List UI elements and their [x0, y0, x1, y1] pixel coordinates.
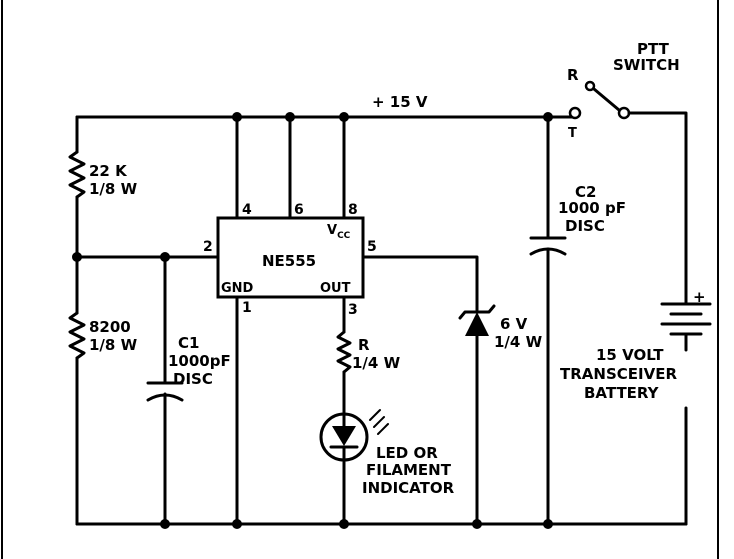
junction-dot [543, 519, 553, 529]
ic-gnd-label: GND [221, 281, 254, 296]
battery [660, 294, 712, 526]
led-light-rays-icon [369, 409, 389, 435]
r2-value-label: 8200 [89, 318, 131, 336]
led-label-line1: LED OR [376, 444, 438, 462]
junction-dot [72, 252, 82, 262]
led-indicator [319, 412, 369, 526]
led-label-line3: INDICATOR [362, 479, 455, 497]
resistor-r1 [68, 115, 86, 259]
r1-value-label: 22 K [89, 162, 128, 180]
junction-dot [160, 519, 170, 529]
ptt-title-line1: PTT [637, 40, 670, 58]
ic-name-label: NE555 [262, 252, 316, 270]
ic-pin1-number: 1 [242, 300, 252, 316]
junction-dots [72, 112, 553, 529]
junction-dot [285, 112, 295, 122]
capacitor-c1 [146, 255, 184, 526]
r2-rating-label: 1/8 W [89, 336, 138, 354]
ptt-position-r: R [567, 66, 579, 84]
ptt-title-line2: SWITCH [613, 56, 680, 74]
battery-label-line1: 15 VOLT [596, 346, 664, 364]
junction-dot [543, 112, 553, 122]
resistor-r2 [68, 255, 86, 526]
ic-pin2-number: 2 [203, 239, 213, 255]
r3-name-label: R [358, 336, 370, 354]
c2-value-label: 1000 pF [558, 199, 626, 217]
ptt-to-battery-wire [627, 111, 688, 298]
battery-label-line3: BATTERY [584, 384, 660, 402]
ic-out-label: OUT [320, 281, 351, 296]
junction-dot [232, 519, 242, 529]
ic-pin3-number: 3 [348, 302, 358, 318]
zener-value-label: 6 V [500, 315, 528, 333]
ic-pin4-number: 4 [242, 202, 252, 218]
zener-diode [458, 304, 496, 526]
ptt-switch [568, 80, 631, 120]
capacitor-c2 [529, 115, 567, 526]
junction-dot [339, 519, 349, 529]
ic-pin5-number: 5 [367, 239, 377, 255]
ic-pin6-number: 6 [294, 202, 304, 218]
r3-rating-label: 1/4 W [352, 354, 401, 372]
zener-rating-label: 1/4 W [494, 333, 543, 351]
junction-dot [232, 112, 242, 122]
c1-type-label: DISC [173, 370, 213, 388]
ic-pin5-wire [361, 255, 479, 312]
ic-pin8-number: 8 [348, 202, 358, 218]
led-label-line2: FILAMENT [366, 461, 452, 479]
r1-rating-label: 1/8 W [89, 180, 138, 198]
supply-voltage-label: + 15 V [372, 93, 428, 111]
battery-label-line2: TRANSCEIVER [560, 365, 677, 383]
ptt-position-t: T [568, 126, 577, 141]
battery-polarity-label: + [693, 288, 706, 306]
c2-type-label: DISC [565, 217, 605, 235]
c1-name-label: C1 [178, 334, 199, 352]
resistor-r3 [336, 295, 352, 416]
c1-value-label: 1000pF [168, 352, 231, 370]
junction-dot [339, 112, 349, 122]
ic-ne555 [216, 216, 365, 299]
junction-dot [472, 519, 482, 529]
junction-dot [160, 252, 170, 262]
ic-vcc-label: VCC [327, 223, 351, 241]
ic-vcc-sub: CC [337, 231, 351, 241]
ic-vcc-v: V [327, 223, 337, 238]
c2-name-label: C2 [575, 183, 596, 201]
